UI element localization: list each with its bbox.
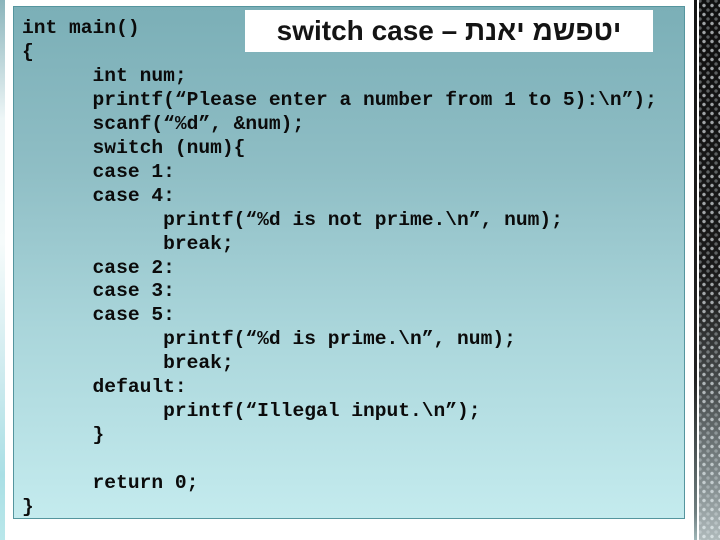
title-box: switch case – תנאי משפטי [245,10,653,52]
left-accent-strip [0,0,5,540]
divider-line [694,0,697,540]
code-text: int main() { int num; printf(“Please ent… [22,17,657,519]
code-panel: int main() { int num; printf(“Please ent… [13,6,685,519]
slide-title: switch case – תנאי משפטי [277,15,622,47]
title-hebrew: תנאי משפטי [465,15,622,46]
halftone-pattern-strip [699,0,720,540]
title-latin: switch case – [276,15,465,46]
